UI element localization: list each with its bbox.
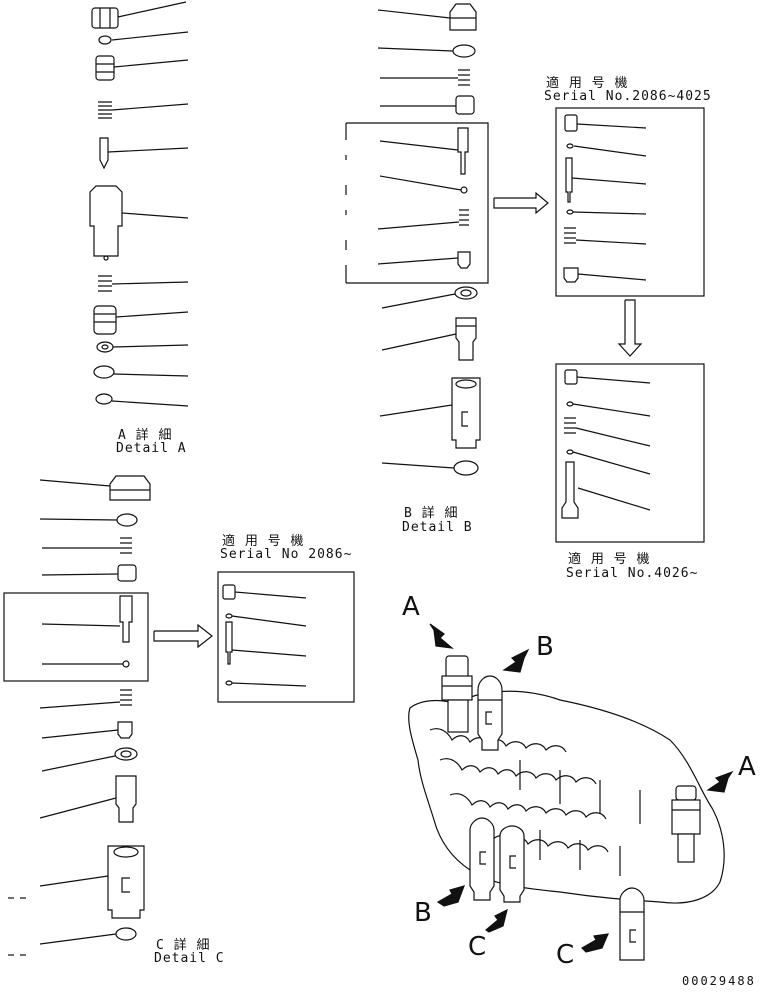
serial-b-top-number: Serial No.2086~4025	[544, 89, 712, 104]
part-b-housing	[451, 377, 481, 449]
part-b-washer	[454, 286, 478, 300]
part-b-seat	[457, 251, 471, 269]
mounted-valve-a2	[671, 785, 701, 863]
part-a-oring-3	[95, 393, 113, 405]
part-b-ball	[460, 186, 468, 194]
arrow-a2	[706, 770, 734, 793]
part-b-needle	[457, 127, 469, 175]
part-a-oring-2	[93, 365, 115, 379]
part-a-spring-2	[98, 275, 112, 292]
detail-c-parts	[3, 475, 151, 956]
part-b-cap	[449, 3, 477, 31]
arrow-b1	[502, 648, 530, 673]
part-b-oring-2	[453, 460, 479, 476]
part-a-seat	[95, 55, 115, 81]
detail-c-frame	[3, 592, 149, 682]
detail-b-parts	[345, 3, 489, 476]
part-b-spring-1	[458, 69, 470, 86]
serial-b-bottom-jp: 適 用 号 機	[568, 552, 651, 567]
serial-box-b-top	[493, 107, 705, 357]
serial-b-top-jp: 適 用 号 機	[546, 76, 629, 91]
part-a-plug	[91, 7, 119, 29]
detail-a-parts	[89, 1, 189, 407]
document-number: 00029488	[682, 974, 756, 988]
serial-box-b-bottom	[555, 363, 705, 543]
part-c-cap	[109, 475, 151, 501]
serial-box-c	[153, 571, 355, 703]
detail-b-label: Detail B	[402, 520, 473, 535]
mounted-valve-b2	[469, 817, 525, 903]
detail-b-jp-label: B 詳 細	[404, 506, 459, 521]
detail-c-label: Detail C	[154, 951, 225, 966]
part-a-poppet	[99, 137, 109, 170]
view-label-b1: B	[536, 632, 554, 662]
part-b-spring-2	[459, 209, 469, 226]
part-b-oring-1	[452, 44, 476, 58]
detail-c-jp-label: C 詳 細	[156, 938, 211, 953]
arrow-a1	[429, 623, 454, 649]
view-label-c1: C	[468, 932, 487, 962]
part-a-ring	[96, 341, 114, 353]
arrow-b-down	[617, 299, 643, 357]
valve-block-outline	[408, 690, 725, 904]
detail-b-frame	[346, 122, 489, 284]
mounted-valve-b1	[477, 675, 503, 751]
part-a-body	[89, 185, 123, 257]
detail-a-label: Detail A	[116, 441, 187, 456]
part-b-nut	[455, 95, 475, 115]
arrow-b2	[436, 885, 465, 907]
mounted-valve-c	[619, 887, 645, 961]
arrow-b-right	[493, 191, 549, 215]
arrow-c-right	[153, 623, 213, 649]
valve-assembly	[408, 623, 734, 961]
serial-c-number: Serial No 2086~	[220, 547, 353, 562]
view-label-b2: B	[414, 898, 432, 928]
serial-c-jp: 適 用 号 機	[222, 534, 305, 549]
view-label-a2: A	[738, 752, 756, 782]
box-b1-cap	[564, 114, 578, 132]
mounted-valve-a1	[441, 655, 473, 733]
serial-b-bottom-number: Serial No.4026~	[566, 566, 699, 581]
part-a-oring-1	[98, 35, 112, 45]
detail-a-jp-label: A 詳 細	[118, 428, 173, 443]
view-label-a1: A	[402, 592, 420, 622]
view-label-c2: C	[556, 940, 575, 970]
part-a-threaded-plug	[93, 305, 117, 335]
part-a-spring-1	[98, 101, 112, 119]
arrow-c2	[581, 933, 609, 953]
arrow-c1	[484, 908, 508, 933]
part-b-plunger	[455, 317, 477, 361]
